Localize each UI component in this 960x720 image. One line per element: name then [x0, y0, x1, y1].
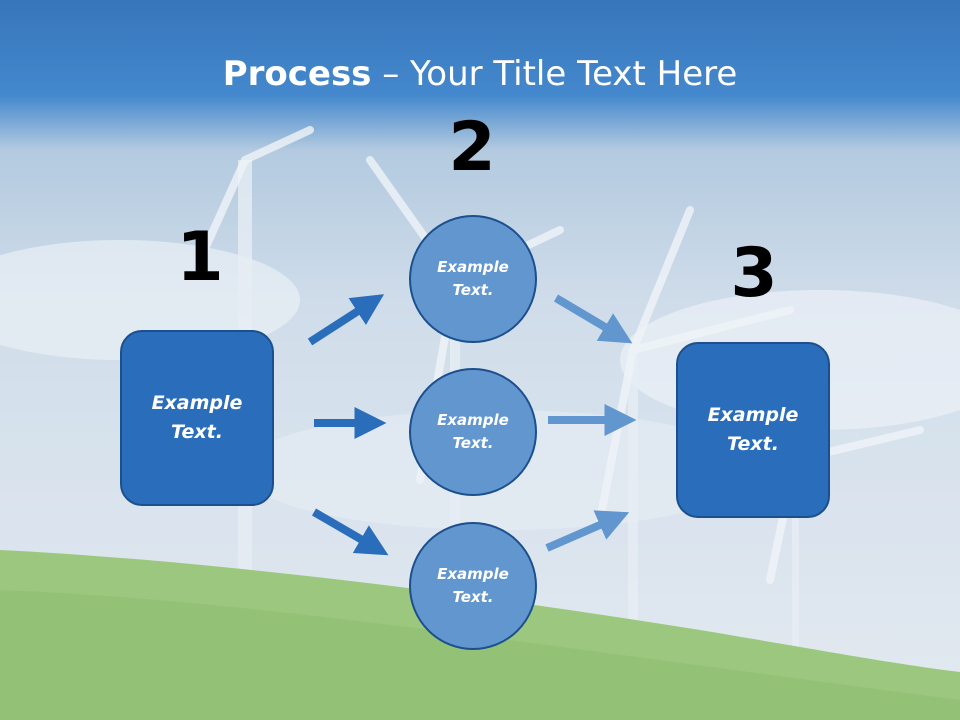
title-rest: – Your Title Text Here [371, 54, 738, 94]
arrow-bottom-to-right [545, 510, 630, 552]
circle-bottom-text: Example Text. [437, 565, 509, 606]
step-number-1: 1 [176, 218, 224, 297]
circle-bottom: Example Text. [409, 522, 537, 650]
circle-top: Example Text. [409, 215, 537, 343]
step-number-2: 2 [448, 108, 496, 187]
left-box-text: Example Text. [151, 392, 243, 443]
right-box-text: Example Text. [707, 404, 799, 455]
circle-middle: Example Text. [409, 368, 537, 496]
circle-middle-text: Example Text. [437, 411, 509, 452]
title-bold: Process [222, 54, 372, 94]
slide-title: Process – Your Title Text Here [0, 52, 960, 96]
arrow-top-to-right [553, 294, 633, 344]
step-number-3: 3 [730, 234, 778, 313]
arrow-left-to-bottom [311, 508, 389, 556]
circle-top-text: Example Text. [437, 258, 509, 299]
arrow-left-to-top [307, 294, 385, 346]
left-process-box: Example Text. [120, 330, 274, 506]
right-process-box: Example Text. [676, 342, 830, 518]
